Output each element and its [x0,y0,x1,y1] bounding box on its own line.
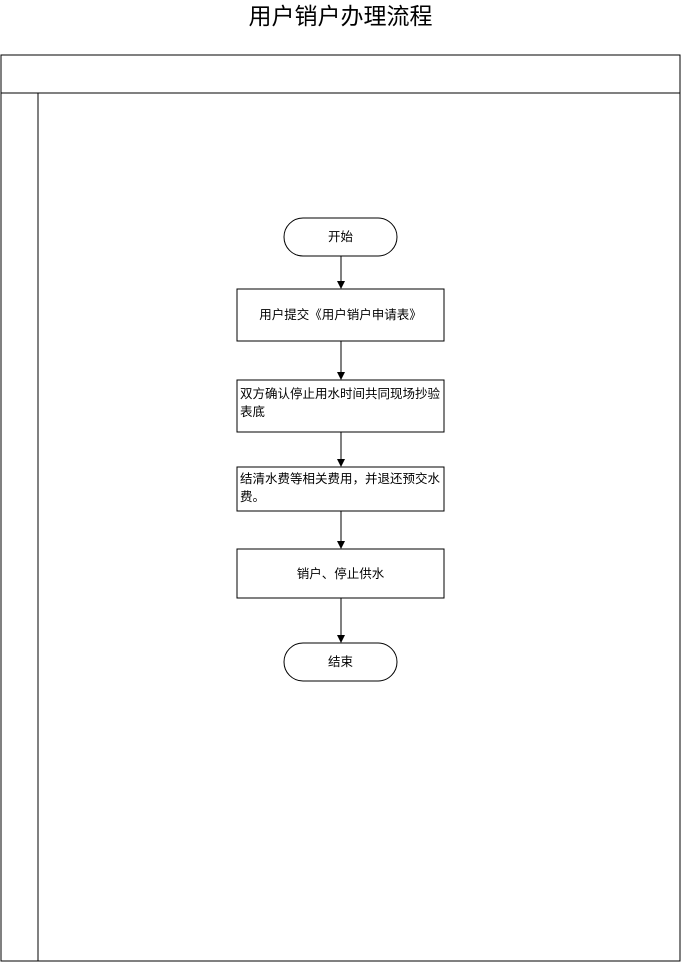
step-4-label: 销户、停止供水 [296,565,385,581]
swimlane-outer-border [0,54,681,962]
step-2-label: 双方确认停止用水时间共同现场抄验表底 [240,386,441,419]
page-title: 用户销户办理流程 [248,4,433,30]
step-2-node: 双方确认停止用水时间共同现场抄验表底 [236,379,445,433]
step-4-node: 销户、停止供水 [236,548,445,599]
step-3-node: 结清水费等相关费用，并退还预交水费。 [236,466,445,512]
end-node: 结束 [283,642,398,682]
step-1-label: 用户提交《用户销户申请表》 [259,307,422,322]
end-label: 结束 [327,654,353,669]
step-1-node: 用户提交《用户销户申请表》 [236,288,445,342]
step-3-label: 结清水费等相关费用，并退还预交水费。 [240,471,441,504]
start-label: 开始 [327,229,353,244]
start-node: 开始 [283,217,398,257]
swimlane-frame [0,54,681,962]
